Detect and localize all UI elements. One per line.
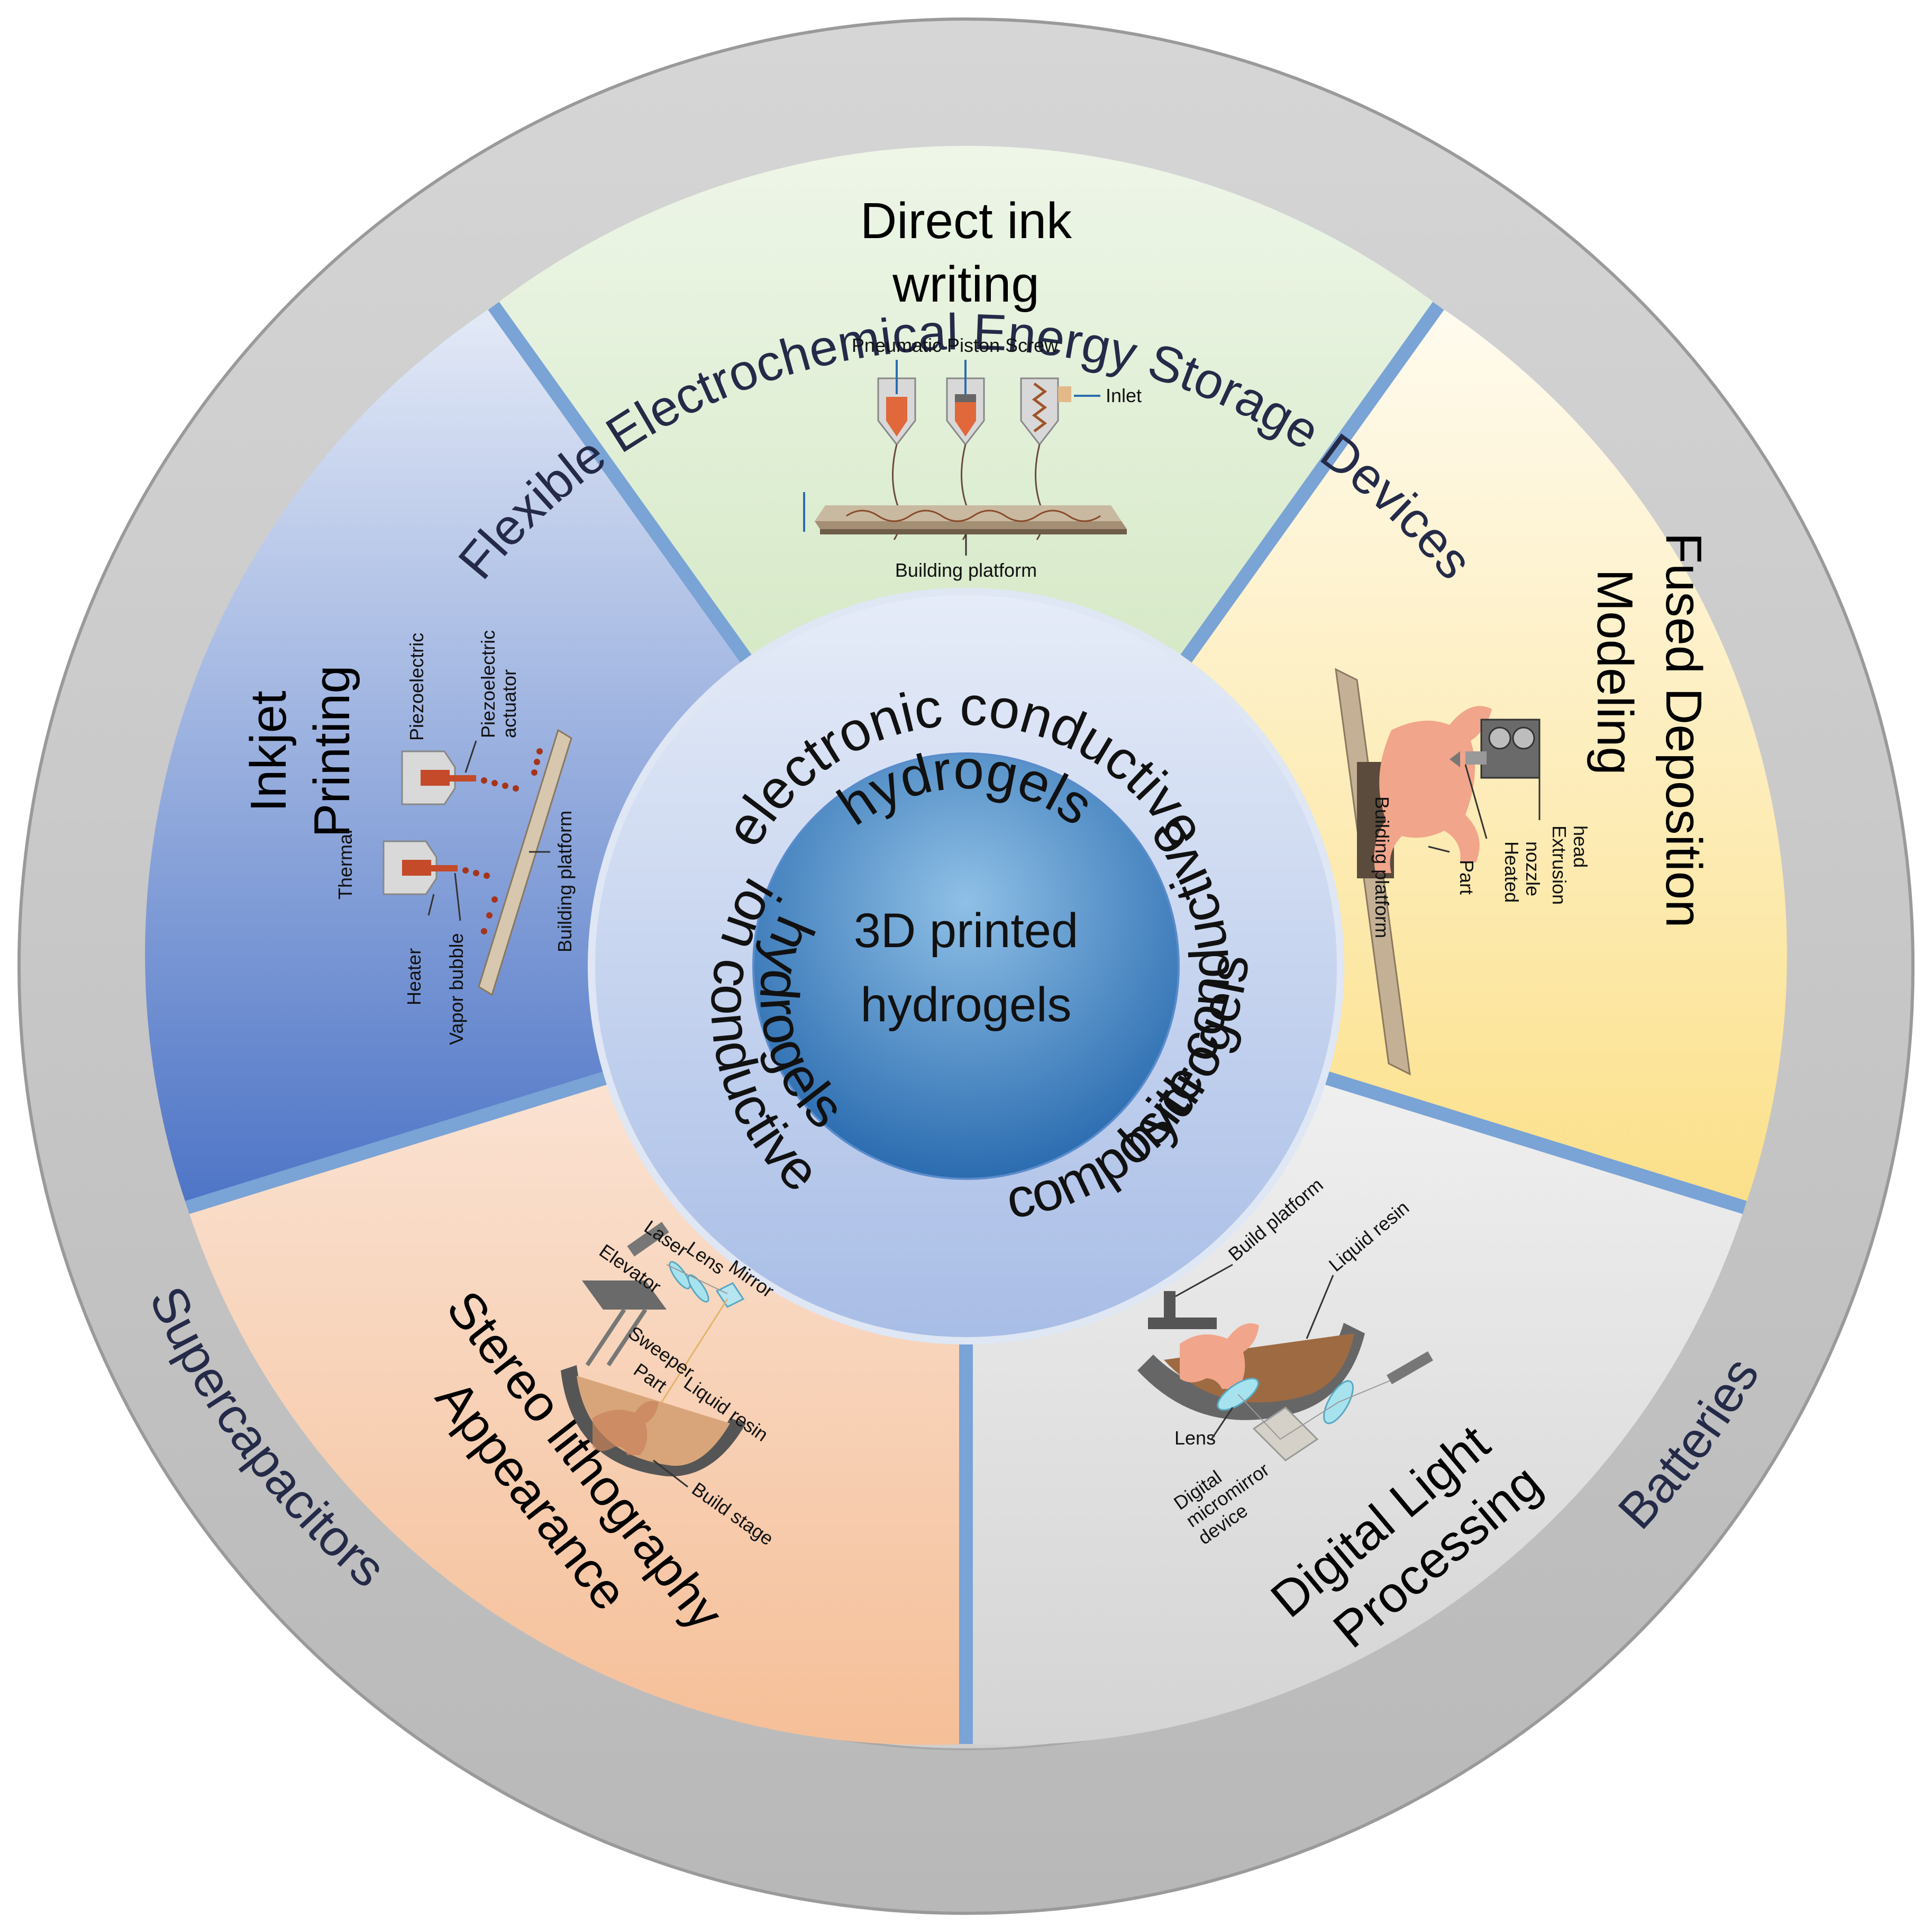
syringe-screw: [1020, 377, 1071, 540]
fdm-heated-label1: Heated: [1501, 841, 1523, 903]
sector-direct-ink-writing: [494, 146, 1438, 967]
diw-methods-label: Pneumatic Piston Screw: [852, 334, 1059, 356]
dlp-liquid-resin: [1164, 1333, 1354, 1403]
fdm-part-label: Part: [1456, 860, 1478, 895]
inkjet-heater-label: Heater: [403, 948, 425, 1005]
inkjet-title-line2: Printing: [304, 665, 360, 838]
fdm-heated-label2: nozzle: [1522, 841, 1544, 896]
inkjet-platform-label: Building platform: [554, 811, 576, 952]
dlp-build-platform: [1148, 1318, 1217, 1329]
dlp-light-source: [1387, 1351, 1433, 1385]
inkjet-piezoelectric-label: Piezoelectric: [406, 633, 427, 741]
inkjet-piezo-actuator-label2: actuator: [498, 669, 520, 738]
fdm-extrusion-label2: head: [1570, 825, 1591, 868]
diw-printed-filament: [846, 510, 1101, 522]
diw-platform-label: Building platform: [895, 559, 1037, 581]
dlp-micromirror-device: [1252, 1406, 1319, 1461]
syringe-pneumatic: [877, 360, 916, 540]
sla-part: [593, 1401, 659, 1455]
inkjet-thermal-droplets: [462, 867, 498, 934]
fdm-illustration: Fused Deposition Modeling Extrusion head…: [1335, 532, 1712, 1076]
diw-building-platform: [815, 521, 1127, 529]
fdm-extrusion-head: [1480, 719, 1541, 779]
diw-title-line2: writing: [892, 256, 1039, 313]
center-line2: hydrogels: [861, 978, 1072, 1032]
fdm-heated-nozzle: [1450, 751, 1460, 767]
inkjet-vapor-label: Vapor bubble: [445, 933, 467, 1046]
inkjet-building-platform: [478, 729, 572, 996]
center-line1: 3D printed: [854, 904, 1078, 958]
sla-mirror: [715, 1282, 745, 1308]
dlp-resin-tank: [1137, 1323, 1365, 1420]
diw-title-line1: Direct ink: [860, 193, 1072, 249]
inkjet-piezo-actuator-label1: Piezoelectric: [477, 630, 499, 738]
dlp-light-beam: [1237, 1375, 1402, 1440]
dlp-part: [1180, 1323, 1259, 1389]
diw-illustration: Direct ink writing Pneumatic Piston Scre…: [803, 193, 1142, 581]
fdm-part: [1374, 706, 1492, 873]
inkjet-title-line1: Inkjet: [240, 691, 297, 812]
sla-laser: [627, 1222, 669, 1257]
inkjet-illustration: Inkjet Printing Piezoelectric actuator: [240, 630, 576, 1045]
fdm-extrusion-label1: Extrusion: [1548, 825, 1570, 905]
dlp-lens-label: Lens: [1174, 1427, 1216, 1449]
syringe-piston: [946, 360, 985, 540]
inkjet-thermal-label: Thermal: [334, 830, 356, 900]
fdm-title-line2: Modeling: [1587, 569, 1643, 775]
fdm-title-line1: Fused Deposition: [1655, 532, 1712, 928]
fdm-platform-label: Building platform: [1371, 796, 1393, 938]
sla-elevator: [582, 1280, 667, 1310]
diw-inlet-label: Inlet: [1106, 385, 1142, 406]
center-circle: [752, 752, 1180, 1180]
inkjet-piezo-droplets: [481, 748, 543, 792]
